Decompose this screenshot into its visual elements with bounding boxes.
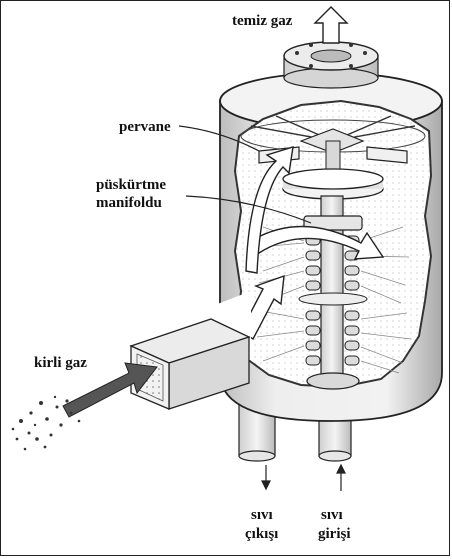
clean-gas-arrow (315, 7, 347, 43)
label-liquid-outlet-2: çıkışı (245, 526, 278, 543)
label-impeller: pervane (119, 119, 171, 136)
label-clean-gas: temiz gaz (232, 13, 292, 30)
outlet-flow-arrow (262, 465, 270, 489)
label-liquid-inlet-1: sıvı (321, 507, 343, 524)
disk-plate (283, 169, 383, 199)
label-spray-manifold-1: püskürtme (96, 177, 166, 194)
inlet-flow-arrow (337, 465, 345, 491)
label-liquid-inlet-2: girişi (318, 526, 351, 543)
label-spray-manifold-2: manifoldu (96, 195, 162, 212)
label-dirty-gas: kirli gaz (34, 355, 87, 372)
clean-gas-outlet-flange (284, 42, 378, 88)
label-liquid-outlet-1: sıvı (251, 507, 273, 524)
